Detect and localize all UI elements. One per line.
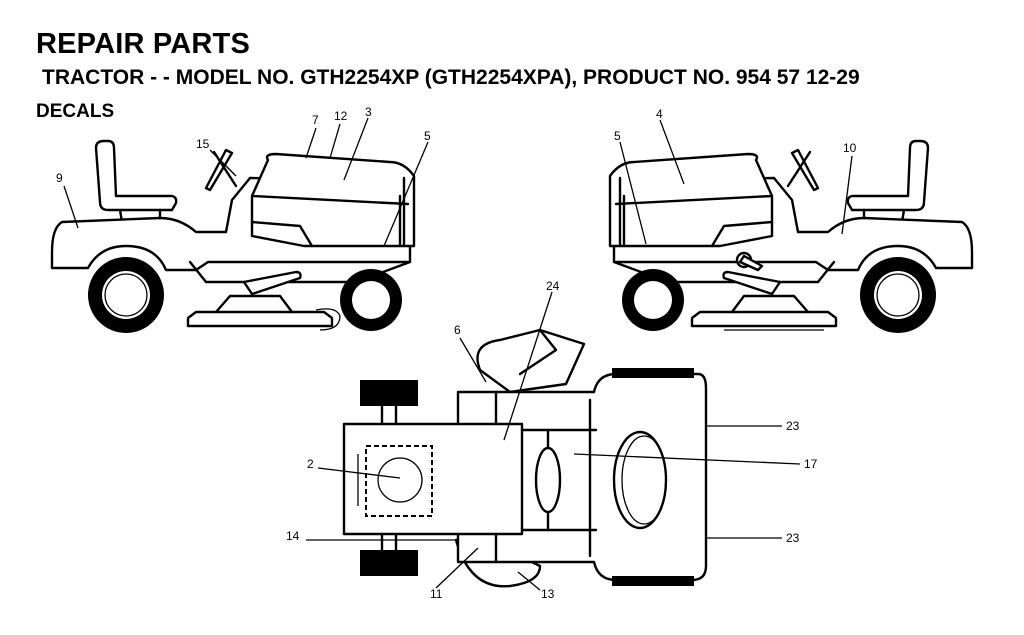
section-heading: DECALS — [36, 101, 115, 122]
callout-6: 6 — [454, 323, 461, 337]
callout-labels: 9 15 7 12 3 5 5 4 10 24 6 2 14 11 13 23 … — [56, 105, 857, 601]
callout-5-left: 5 — [424, 129, 431, 143]
tractor-left-side-view — [50, 139, 416, 333]
callout-4: 4 — [656, 107, 663, 121]
callout-9: 9 — [56, 171, 63, 185]
page-subtitle: TRACTOR - - MODEL NO. GTH2254XP (GTH2254… — [42, 66, 860, 89]
callout-24: 24 — [546, 279, 560, 293]
callout-5-right: 5 — [614, 129, 621, 143]
callout-10: 10 — [843, 141, 857, 155]
callout-7: 7 — [312, 113, 319, 127]
callout-13: 13 — [541, 587, 555, 601]
callout-14: 14 — [286, 529, 300, 543]
callout-23-top: 23 — [786, 419, 800, 433]
tractor-right-side-view — [608, 139, 974, 333]
page-title: REPAIR PARTS — [36, 28, 251, 60]
callout-11: 11 — [430, 587, 443, 601]
tractor-top-view — [342, 328, 708, 588]
callout-12: 12 — [334, 109, 348, 123]
leader-lines — [63, 117, 853, 591]
callout-2: 2 — [307, 457, 314, 471]
callout-23-bottom: 23 — [786, 531, 800, 545]
callout-3: 3 — [365, 105, 372, 119]
callout-17: 17 — [804, 457, 818, 471]
callout-15: 15 — [196, 137, 210, 151]
